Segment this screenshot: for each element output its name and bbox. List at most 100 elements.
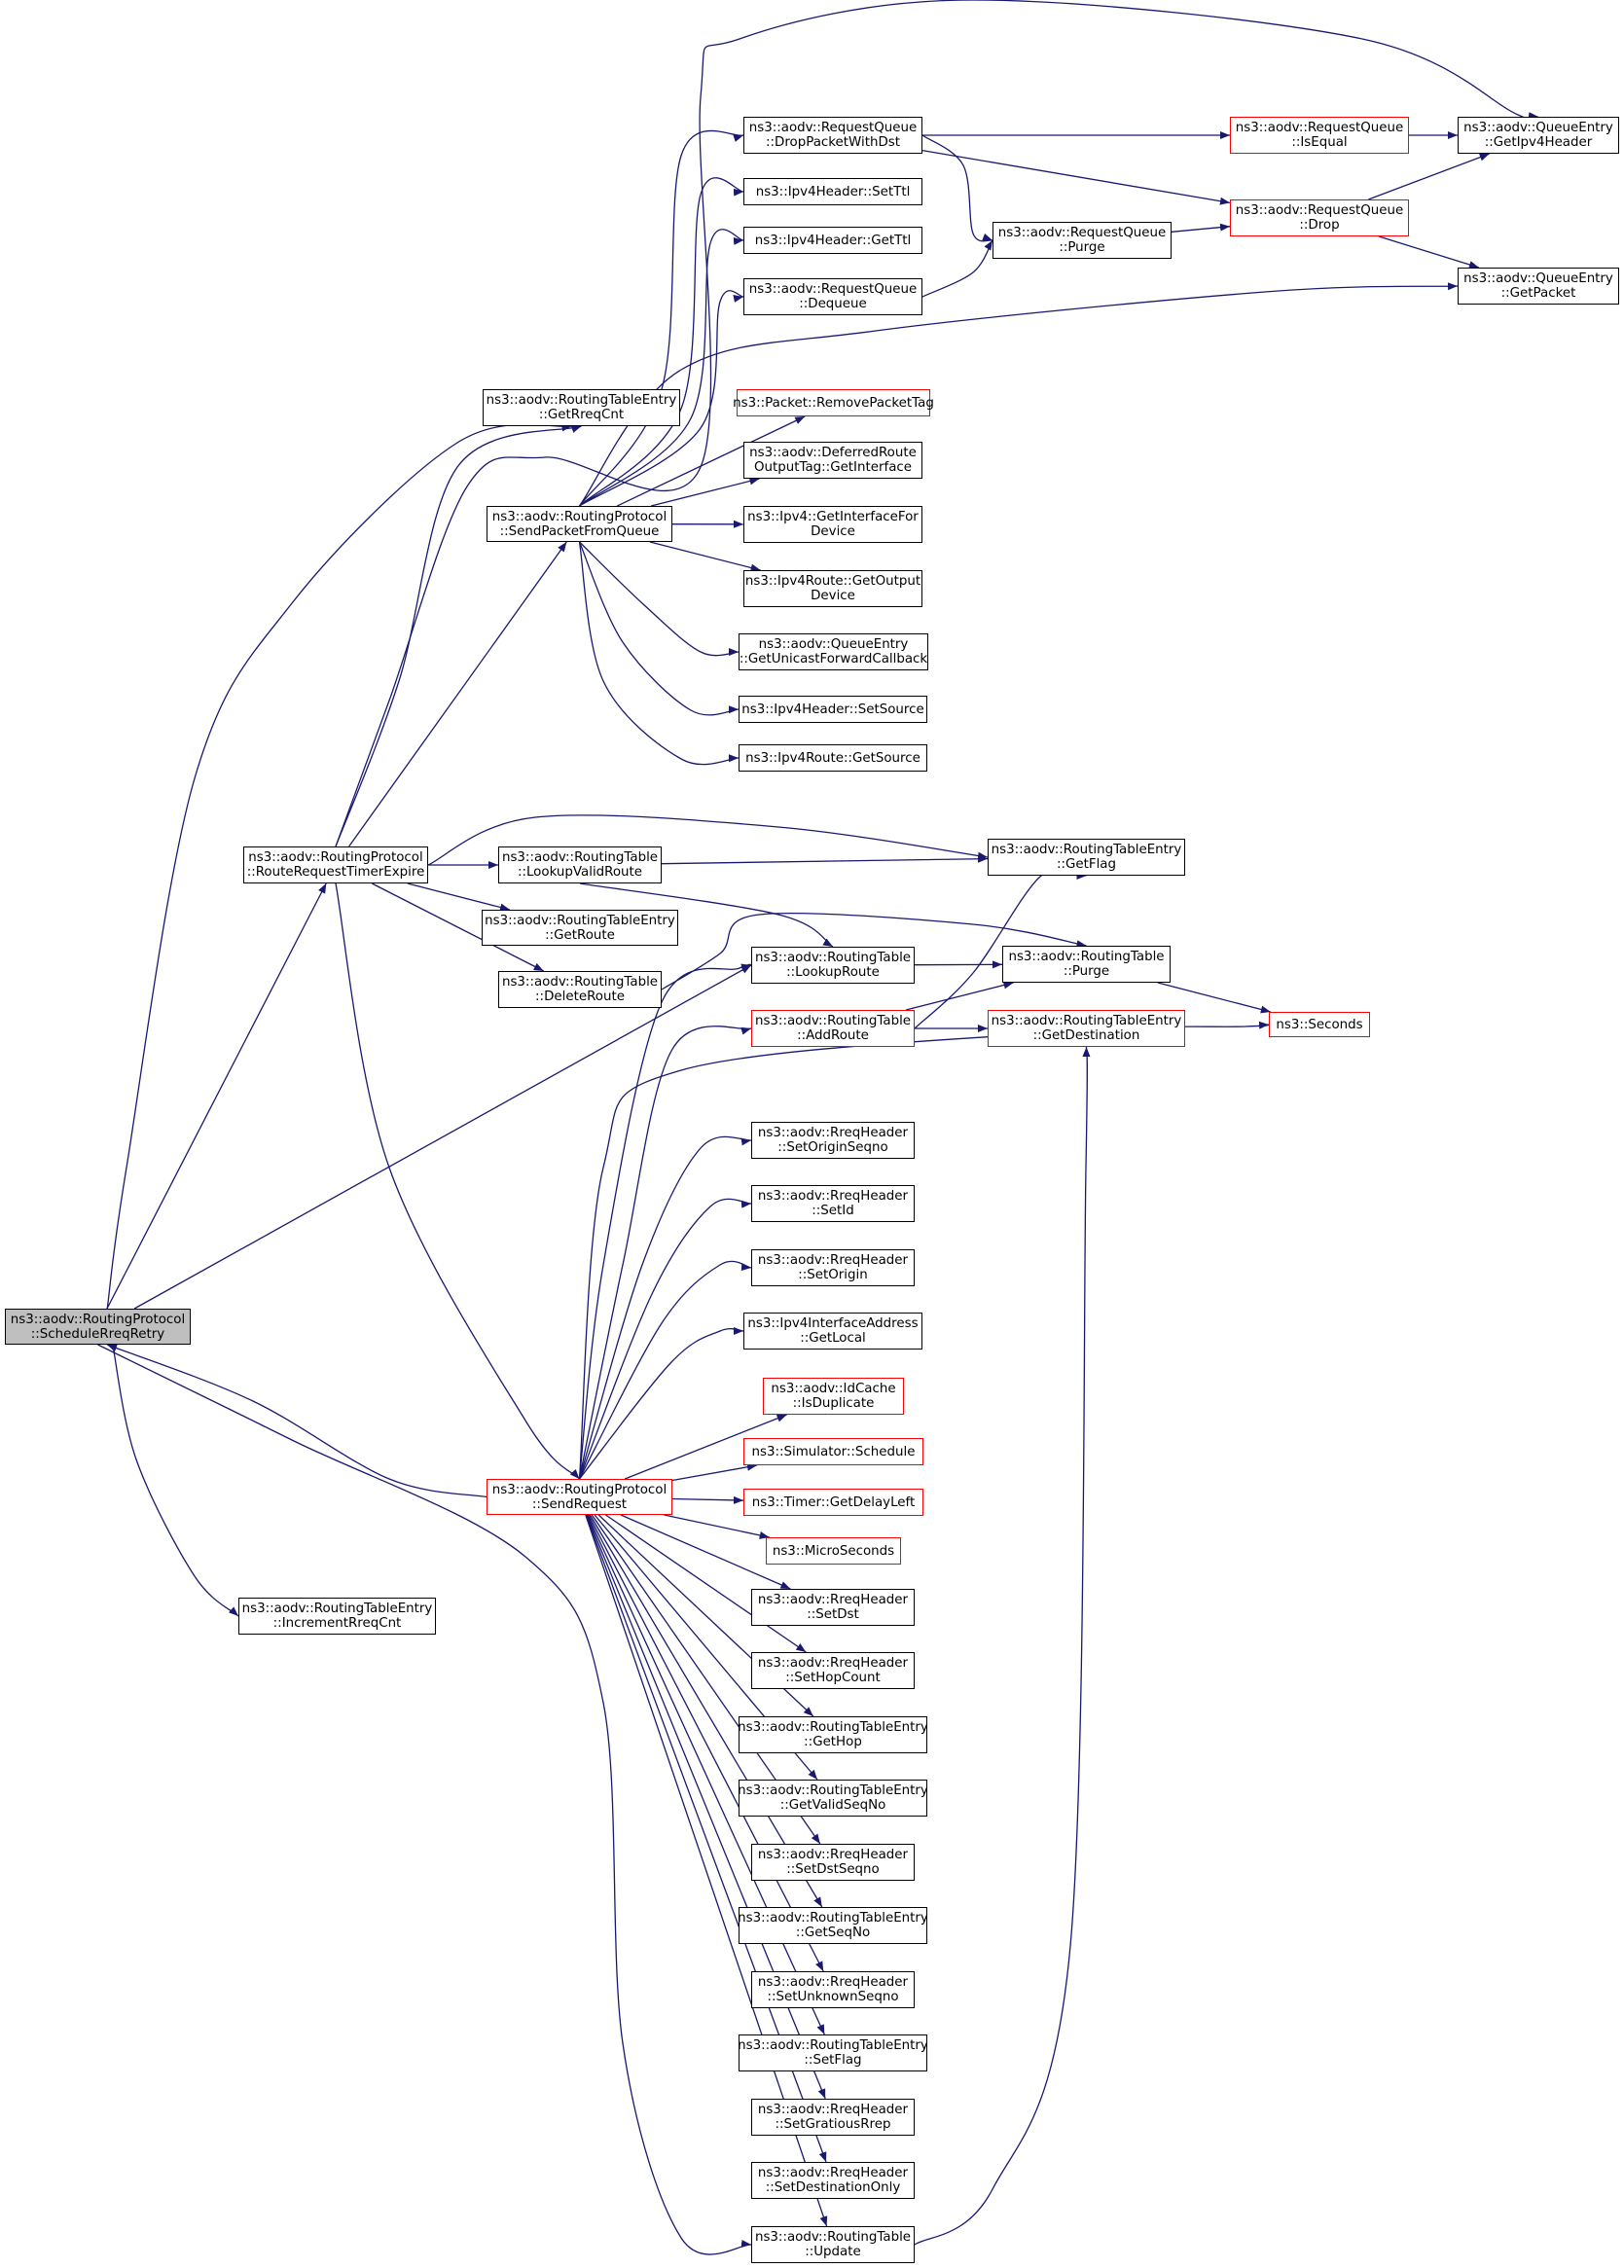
node-set-unknown-seqno[interactable]: ns3::aodv::RreqHeader::SetUnknownSeqno <box>751 1971 915 2008</box>
node-route-request-timer-expire[interactable]: ns3::aodv::RoutingProtocol::RouteRequest… <box>243 846 428 883</box>
edge-route-request-timer-expire-to-send-request <box>335 882 580 1480</box>
node-label-line: ns3::Seconds <box>1276 1017 1363 1032</box>
node-label-line: ns3::aodv::RequestQueue <box>997 226 1167 240</box>
node-get-destination[interactable]: ns3::aodv::RoutingTableEntry::GetDestina… <box>988 1010 1185 1047</box>
node-drop-packet-with-dst[interactable]: ns3::aodv::RequestQueue::DropPacketWithD… <box>743 117 922 154</box>
node-label-line: ::SetUnknownSeqno <box>767 1990 899 2004</box>
node-rt-update[interactable]: ns3::aodv::RoutingTable::Update <box>751 2226 915 2263</box>
edge-send-packet-from-queue-to-drop-packet-with-dst <box>578 129 744 507</box>
node-label-line: OutputTag::GetInterface <box>753 460 913 475</box>
node-label-line: ns3::aodv::RreqHeader <box>757 1253 909 1268</box>
node-set-dst[interactable]: ns3::aodv::RreqHeader::SetDst <box>751 1589 915 1626</box>
node-label-line: ::GetValidSeqNo <box>779 1798 886 1813</box>
node-label-line: ns3::aodv::RoutingTableEntry <box>991 843 1182 857</box>
edge-schedule-rreq-retry-to-route-request-timer-expire <box>106 882 327 1310</box>
edge-send-packet-from-queue-to-ipv4header-set-source <box>578 541 740 716</box>
node-label-line: ::GetFlag <box>1056 857 1117 872</box>
node-label-line: ns3::aodv::RoutingTable <box>754 951 912 965</box>
edge-send-request-to-lookup-route <box>578 963 752 1480</box>
edge-schedule-rreq-retry-to-get-rreq-cnt <box>106 423 572 1310</box>
node-label-line: ns3::aodv::IdCache <box>771 1382 896 1396</box>
node-label-line: ns3::aodv::RequestQueue <box>748 282 918 297</box>
node-label-line: ::DeleteRoute <box>535 990 625 1004</box>
edge-rt-update-to-get-destination <box>914 1046 1091 2246</box>
node-label-line: ::AddRoute <box>797 1028 869 1043</box>
node-set-origin-seqno[interactable]: ns3::aodv::RreqHeader::SetOriginSeqno <box>751 1122 915 1159</box>
node-set-hop-count[interactable]: ns3::aodv::RreqHeader::SetHopCount <box>751 1652 915 1689</box>
node-get-unicast-forward-callback[interactable]: ns3::aodv::QueueEntry::GetUnicastForward… <box>739 633 928 670</box>
node-label-line: ns3::aodv::RequestQueue <box>1235 121 1404 135</box>
edge-lookup-valid-route-to-lookup-route <box>579 882 834 948</box>
node-rte-get-route[interactable]: ns3::aodv::RoutingTableEntry::GetRoute <box>482 910 678 946</box>
node-label-line: ::SetOriginSeqno <box>777 1140 888 1155</box>
node-label-line: ns3::aodv::RreqHeader <box>757 2103 909 2117</box>
edge-rq-drop-to-get-packet <box>1378 235 1480 269</box>
node-get-packet[interactable]: ns3::aodv::QueueEntry::GetPacket <box>1458 268 1619 305</box>
edge-request-queue-dequeue-to-purge-queue <box>921 239 993 298</box>
node-lookup-route[interactable]: ns3::aodv::RoutingTable::LookupRoute <box>751 947 915 984</box>
node-get-hop[interactable]: ns3::aodv::RoutingTableEntry::GetHop <box>738 1716 928 1753</box>
edge-send-request-to-simulator-schedule <box>671 1462 758 1482</box>
node-label-line: ::SetId <box>812 1204 854 1218</box>
node-seconds[interactable]: ns3::Seconds <box>1269 1012 1370 1037</box>
edge-send-request-to-get-local <box>578 1326 744 1480</box>
node-set-dst-seqno[interactable]: ns3::aodv::RreqHeader::SetDstSeqno <box>751 1844 915 1881</box>
edge-lookup-valid-route-to-get-flag <box>661 854 989 865</box>
node-label-line: ns3::Ipv4Route::GetSource <box>745 750 920 766</box>
edge-send-request-to-set-id <box>578 1198 752 1480</box>
node-get-rreq-cnt[interactable]: ns3::aodv::RoutingTableEntry::GetRreqCnt <box>483 389 680 426</box>
node-set-destination-only[interactable]: ns3::aodv::RreqHeader::SetDestinationOnl… <box>751 2162 915 2199</box>
node-increment-rreq-cnt[interactable]: ns3::aodv::RoutingTableEntry::IncrementR… <box>238 1598 436 1635</box>
node-get-flag[interactable]: ns3::aodv::RoutingTableEntry::GetFlag <box>988 839 1185 876</box>
node-label-line: ::ScheduleRreqRetry <box>30 1326 165 1342</box>
node-rt-purge[interactable]: ns3::aodv::RoutingTable::Purge <box>1002 946 1171 983</box>
node-schedule-rreq-retry: ns3::aodv::RoutingProtocol::ScheduleRreq… <box>5 1309 191 1345</box>
node-set-id[interactable]: ns3::aodv::RreqHeader::SetId <box>751 1185 915 1222</box>
node-simulator-schedule[interactable]: ns3::Simulator::Schedule <box>743 1438 923 1465</box>
node-is-equal[interactable]: ns3::aodv::RequestQueue::IsEqual <box>1230 117 1409 154</box>
node-ipv4route-get-source[interactable]: ns3::Ipv4Route::GetSource <box>739 744 927 772</box>
node-get-valid-seq-no[interactable]: ns3::aodv::RoutingTableEntry::GetValidSe… <box>738 1780 928 1817</box>
node-label-line: ns3::aodv::RoutingProtocol <box>10 1312 186 1327</box>
node-micro-seconds[interactable]: ns3::MicroSeconds <box>766 1537 901 1565</box>
node-get-seq-no[interactable]: ns3::aodv::RoutingTableEntry::GetSeqNo <box>738 1907 928 1944</box>
node-rq-drop[interactable]: ns3::aodv::RequestQueue::Drop <box>1230 199 1409 236</box>
node-label-line: ::GetIpv4Header <box>1484 135 1593 150</box>
node-label-line: ns3::aodv::QueueEntry <box>758 637 909 652</box>
node-set-flag[interactable]: ns3::aodv::RoutingTableEntry::SetFlag <box>738 2034 928 2071</box>
node-add-route[interactable]: ns3::aodv::RoutingTable::AddRoute <box>751 1010 915 1047</box>
node-is-duplicate[interactable]: ns3::aodv::IdCache::IsDuplicate <box>763 1378 904 1415</box>
node-label-line: ns3::Ipv4Header::SetTtl <box>755 184 911 199</box>
node-ipv4header-get-ttl[interactable]: ns3::Ipv4Header::GetTtl <box>743 227 922 254</box>
node-request-queue-dequeue[interactable]: ns3::aodv::RequestQueue::Dequeue <box>743 278 922 315</box>
node-ipv4header-set-ttl[interactable]: ns3::Ipv4Header::SetTtl <box>743 178 922 205</box>
node-label-line: ns3::aodv::RreqHeader <box>757 2166 909 2180</box>
node-send-packet-from-queue[interactable]: ns3::aodv::RoutingProtocol::SendPacketFr… <box>487 506 672 542</box>
node-label-line: ::GetHop <box>804 1735 862 1749</box>
node-set-origin[interactable]: ns3::aodv::RreqHeader::SetOrigin <box>751 1249 915 1286</box>
node-label-line: ns3::aodv::RreqHeader <box>757 1656 909 1671</box>
edge-route-request-timer-expire-to-get-rreq-cnt <box>335 425 582 847</box>
edge-route-request-timer-expire-to-rte-get-route <box>407 882 511 912</box>
node-lookup-valid-route[interactable]: ns3::aodv::RoutingTable::LookupValidRout… <box>498 846 662 883</box>
node-purge-queue[interactable]: ns3::aodv::RequestQueue::Purge <box>992 222 1172 259</box>
node-get-ipv4-header[interactable]: ns3::aodv::QueueEntry::GetIpv4Header <box>1458 117 1619 154</box>
node-remove-packet-tag[interactable]: ns3::Packet::RemovePacketTag <box>733 389 934 416</box>
node-ipv4header-set-source[interactable]: ns3::Ipv4Header::SetSource <box>739 696 927 723</box>
node-label-line: ::GetSeqNo <box>795 1926 871 1940</box>
node-label-line: ns3::aodv::RoutingTableEntry <box>738 1783 928 1798</box>
node-label-line: ns3::aodv::RequestQueue <box>748 121 918 135</box>
node-label-line: ns3::aodv::RoutingTable <box>501 975 659 990</box>
node-get-delay-left[interactable]: ns3::Timer::GetDelayLeft <box>743 1489 923 1516</box>
node-label-line: ::GetRreqCnt <box>538 408 625 422</box>
node-delete-route[interactable]: ns3::aodv::RoutingTable::DeleteRoute <box>498 971 662 1008</box>
node-get-local[interactable]: ns3::Ipv4InterfaceAddress::GetLocal <box>743 1313 922 1350</box>
node-set-gratious-rrep[interactable]: ns3::aodv::RreqHeader::SetGratiousRrep <box>751 2099 915 2136</box>
node-send-request[interactable]: ns3::aodv::RoutingProtocol::SendRequest <box>487 1479 672 1515</box>
edge-send-request-to-is-duplicate <box>624 1414 787 1480</box>
edge-rt-purge-to-seconds <box>1157 982 1271 1014</box>
